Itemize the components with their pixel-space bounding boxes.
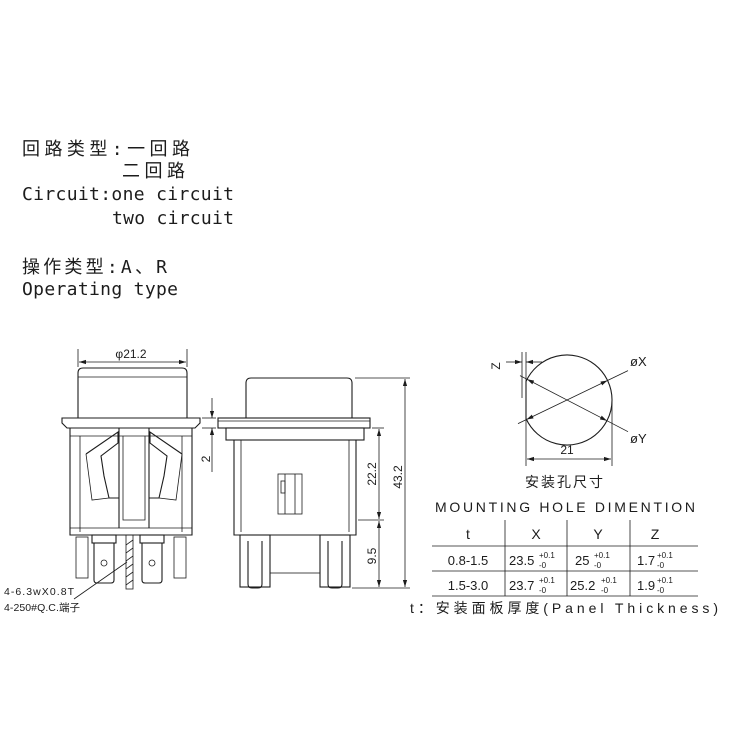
operating-type-cn: 操作类型:A、R [22,257,167,278]
terminal-hole [100,559,108,567]
left-rocker-wing [85,430,119,499]
x-value: 23.5 [509,553,534,568]
contact-tab [280,480,286,494]
diameter-x-leader [517,419,527,424]
center-column-inner [122,436,146,521]
right-rocker-wing [149,430,183,499]
mounting-hole-title-cn: 安装孔尺寸 [525,474,605,490]
x-upper-tolerance: +0.1 [539,576,555,585]
quick-connect-terminal [93,543,115,584]
diameter-x-leader [607,370,629,381]
operating-type-en: Operating type [22,279,178,300]
y-lower-tolerance: -0 [601,586,609,595]
quick-connect-terminal [141,543,163,584]
body-height-label: 22.2 [365,462,379,486]
y-value: 25.2 [570,578,595,593]
terminal-type-label: 4-250#Q.C.端子 [4,601,80,614]
x-value: 23.7 [509,578,534,593]
table-header: Y [593,526,603,542]
terminal-root [91,534,117,544]
z-upper-tolerance: +0.1 [657,576,673,585]
z-upper-tolerance: +0.1 [657,551,673,560]
table-row: 1.5-3.0 23.7 +0.1 -0 25.2 +0.1 -0 1.9 +0… [448,576,674,595]
front-view: φ21.2 4-6.3wX0.8T 4-25 [4,347,216,614]
terminal-leader-line [73,561,128,600]
circuit-type-cn-option2: 二回路 [122,161,185,182]
terminal-root [139,534,165,544]
thickness-cell: 0.8-1.5 [448,553,488,568]
side-view: 22.2 9.5 43.2 [217,377,410,589]
panel-thickness-note: t：安装面板厚度(Panel Thickness) [410,600,718,616]
table-header: X [531,526,541,542]
center-pin-hatch [125,539,134,586]
x-upper-tolerance: +0.1 [539,551,555,560]
rocker-cap [77,367,188,418]
z-lower-tolerance: -0 [657,561,665,570]
side-terminal [75,536,89,579]
diameter-y-leader [519,375,528,380]
table-header: t [466,526,470,542]
terminal-housing [239,534,271,588]
terminal-length-label: 9.5 [365,547,379,564]
diameter-x-label: øX [630,354,647,369]
flat-label: Z [489,362,503,369]
y-value: 25 [575,553,589,568]
x-lower-tolerance: -0 [539,586,547,595]
center-column [118,428,150,528]
rocker-cap-side [245,377,353,418]
table-row: 0.8-1.5 23.5 +0.1 -0 25 +0.1 -0 1.7 +0.1… [448,551,674,570]
circuit-type-cn: 回路类型:一回路 [22,139,190,160]
z-lower-tolerance: -0 [657,586,665,595]
z-value: 1.7 [637,553,655,568]
mounting-hole-outline [525,354,613,446]
y-lower-tolerance: -0 [594,561,602,570]
center-pin [125,534,134,590]
mounting-hole-view: Z øX øY 21 安装孔尺寸 MOUNTING HOLE DIMENTION [435,352,695,515]
cap-diameter-label: φ21.2 [115,347,146,361]
mounting-flange-side [217,417,371,429]
right-rocker-wing-edge [158,453,183,501]
diameter-y-leader [606,420,629,433]
z-value: 1.9 [637,578,655,593]
mounting-hole-title-en: MOUNTING HOLE DIMENTION [435,499,695,515]
y-upper-tolerance: +0.1 [594,551,610,560]
y-upper-tolerance: +0.1 [601,576,617,585]
spec-text: 回路类型:一回路 二回路 Circuit:one circuit two cir… [22,139,234,300]
terminal-hole [148,559,156,567]
mounting-flange [61,417,201,429]
x-lower-tolerance: -0 [539,561,547,570]
contact-window [277,473,303,515]
collar-side [225,427,365,441]
overall-height-label: 43.2 [391,465,405,489]
mounting-hole-table: t X Y Z 0.8-1.5 23.5 +0.1 -0 25 +0.1 -0 … [410,520,718,616]
switch-body [69,428,193,536]
quick-connect-terminal-side [247,541,263,589]
quick-connect-terminal-side [327,541,343,589]
circuit-en-option2: two circuit [112,208,234,229]
flange-thickness-label: 2 [199,455,213,462]
thickness-cell: 1.5-3.0 [448,578,488,593]
diameter-y-label: øY [630,431,647,446]
left-rocker-wing-edge [85,453,110,501]
circuit-en: Circuit:one circuit [22,184,234,205]
width-label: 21 [560,443,574,457]
diameter-y-line [526,378,608,422]
terminal-size-label: 4-6.3wX0.8T [4,586,75,598]
side-terminal [173,536,187,579]
terminal-base [269,534,321,574]
table-header: Z [651,526,660,542]
terminal-housing [319,534,351,588]
